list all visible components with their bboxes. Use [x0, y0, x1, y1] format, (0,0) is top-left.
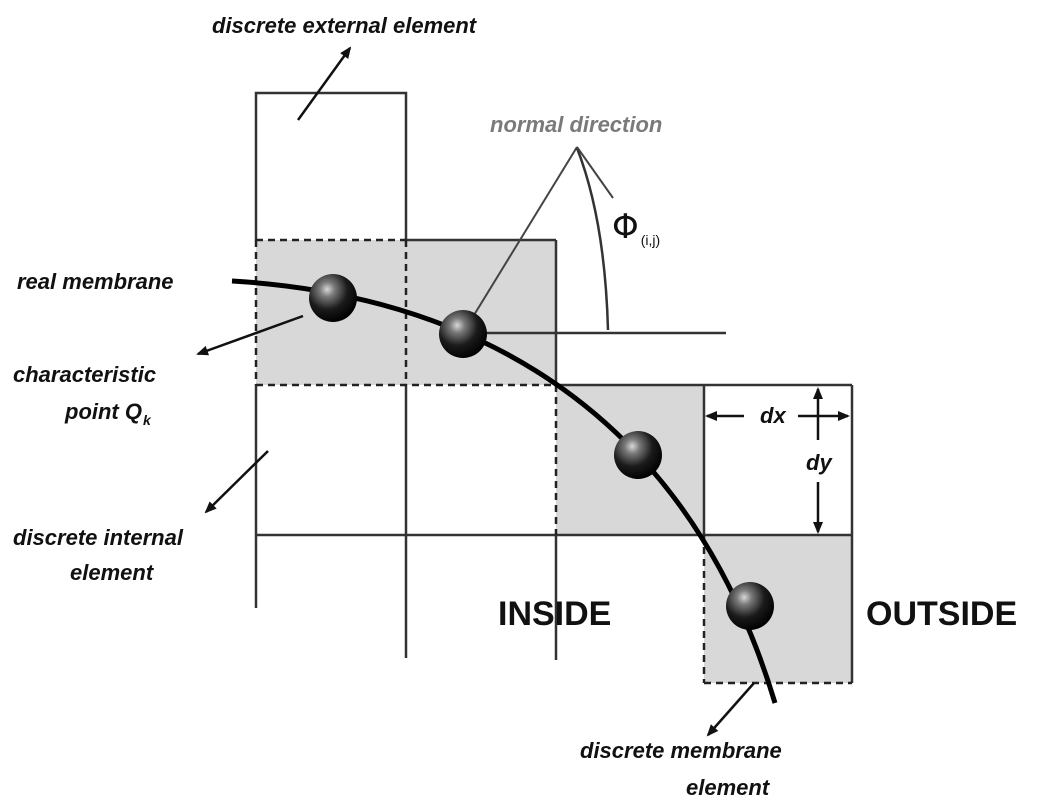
- dx-label: dx: [760, 403, 786, 428]
- angle-arc: [575, 147, 610, 331]
- dy-label: dy: [806, 450, 833, 475]
- external-element-label: discrete external element: [212, 13, 478, 38]
- grid-lines: [254, 91, 854, 683]
- characteristic-point: [614, 431, 662, 479]
- characteristic-point: [726, 582, 774, 630]
- membrane-cells: [256, 240, 852, 683]
- internal-element-arrow: [204, 450, 269, 514]
- characteristic-point: [309, 274, 357, 322]
- label-arrows: [196, 46, 755, 737]
- membrane-element-label-line1: discrete membrane: [580, 738, 782, 763]
- dimension-markers: [705, 387, 850, 534]
- external-element-arrow: [296, 46, 352, 121]
- external-element-outline: [254, 91, 408, 240]
- dashed-lines: [254, 238, 852, 685]
- characteristic-points: [309, 274, 774, 630]
- phi-subscript: (i,j): [641, 232, 660, 248]
- characteristic-point-label-line1: characteristic: [13, 362, 156, 387]
- real-membrane-label: real membrane: [17, 269, 174, 294]
- membrane-element-arrow: [706, 682, 755, 737]
- normal-line: [462, 146, 578, 334]
- membrane-element-label-line2: element: [686, 775, 771, 800]
- membrane-cell-2: [406, 240, 556, 385]
- phi-symbol: Φ: [612, 207, 639, 247]
- characteristic-point-subscript: k: [143, 412, 152, 428]
- normal-direction-label: normal direction: [490, 112, 662, 137]
- internal-element-label-line2: element: [70, 560, 155, 585]
- characteristic-point-text: point Q: [64, 399, 142, 424]
- internal-element-label-line1: discrete internal: [13, 525, 184, 550]
- outside-label: OUTSIDE: [866, 595, 1017, 633]
- phi-angle-label: Φ(i,j): [612, 207, 660, 248]
- inside-label: INSIDE: [498, 595, 611, 633]
- normal-label-pointer: [576, 146, 614, 199]
- normal-construction: [462, 146, 726, 335]
- characteristic-point-label-line2: point Qk: [64, 399, 152, 428]
- characteristic-point: [439, 310, 487, 358]
- characteristic-point-arrow: [196, 314, 304, 356]
